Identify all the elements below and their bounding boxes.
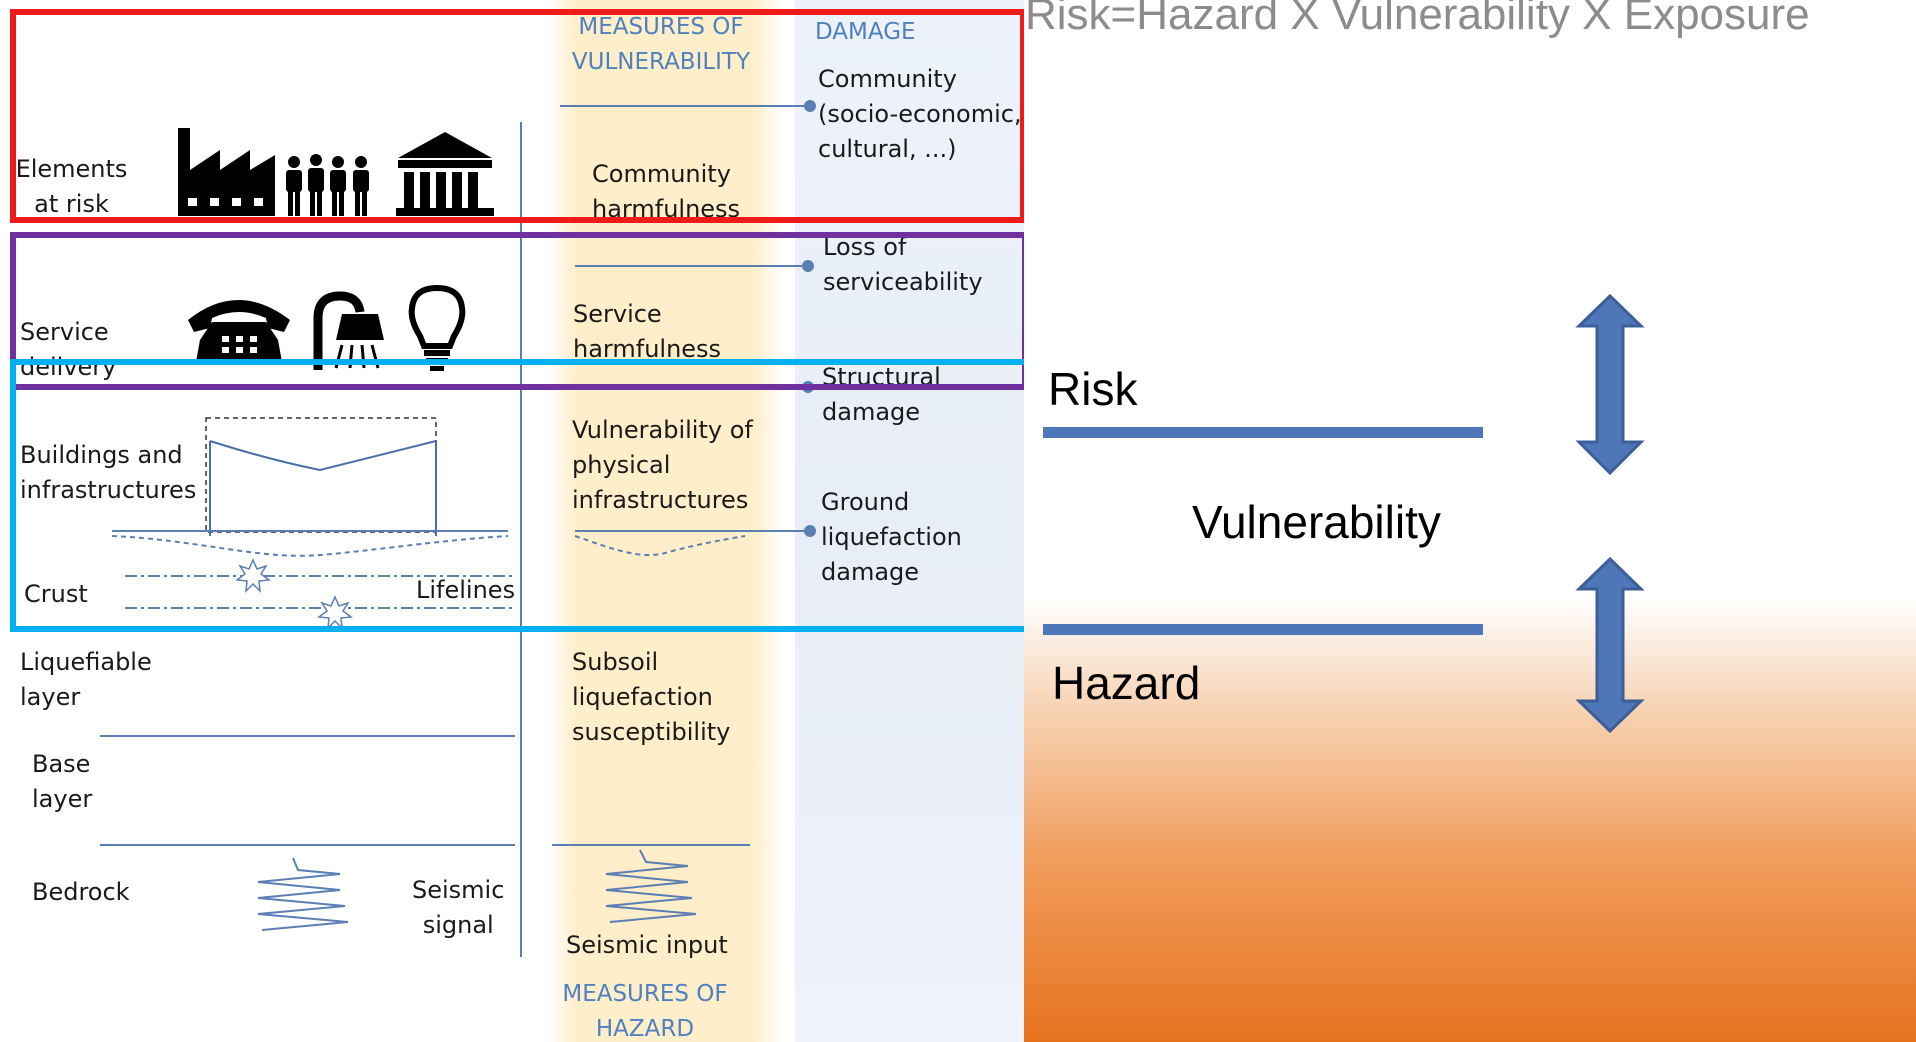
connector-dot xyxy=(802,260,814,272)
explosion-icon xyxy=(235,558,353,631)
measure-seismic-input: Seismic input xyxy=(566,931,728,959)
frame-elements-at-risk xyxy=(10,9,1024,223)
ground-deformation-curve xyxy=(574,535,746,557)
people-icon xyxy=(286,154,369,216)
risk-equation: Risk=Hazard X Vulnerability X Exposure xyxy=(1025,0,1810,39)
telephone-icon xyxy=(188,300,290,362)
hazard-boundary-line xyxy=(1043,624,1483,635)
label-liquefiable-layer: Liquefiable layer xyxy=(20,648,152,711)
label-bedrock: Bedrock xyxy=(32,878,130,906)
measure-vulnerability-physical: Vulnerability of physical infrastructure… xyxy=(572,416,753,514)
connector-dot xyxy=(804,525,816,537)
header-measures-of-vulnerability: MEASURES OF VULNERABILITY xyxy=(571,14,751,75)
building-icon xyxy=(396,132,494,216)
seismic-input-wave-icon xyxy=(605,849,697,923)
building-deformed xyxy=(209,440,437,536)
label-crust: Crust xyxy=(24,580,88,608)
label-elements-at-risk: Elements at risk xyxy=(15,155,128,218)
connector-dot xyxy=(804,100,816,112)
hazard-label: Hazard xyxy=(1052,657,1201,709)
damage-community: Community (socio-economic, cultural, ...… xyxy=(818,65,1022,163)
risk-layers-diagram: MEASURES OF VULNERABILITY DAMAGE MEASURE… xyxy=(10,0,1024,1042)
risk-label: Risk xyxy=(1048,363,1138,415)
label-service-delivery: Service delivery xyxy=(20,318,117,381)
diagram-graphics xyxy=(100,100,816,931)
label-base-layer: Base layer xyxy=(32,750,93,813)
ground-subsidence xyxy=(111,535,509,557)
factory-icon xyxy=(178,128,275,216)
double-arrow-icon xyxy=(1575,293,1645,476)
double-arrow-icon xyxy=(1575,556,1645,734)
seismic-wave-icon xyxy=(257,857,349,931)
risk-boundary-line xyxy=(1043,427,1483,438)
header-measures-of-hazard: MEASURES OF HAZARD xyxy=(562,981,728,1042)
hazard-gradient-background xyxy=(1024,597,1916,1042)
label-seismic-signal: Seismic signal xyxy=(412,876,505,939)
header-damage: DAMAGE xyxy=(815,19,916,45)
frame-service-delivery xyxy=(10,232,1024,390)
vulnerability-label: Vulnerability xyxy=(1192,496,1441,548)
label-buildings-infrastructures: Buildings and infrastructures xyxy=(20,441,197,504)
measure-subsoil-liquefaction: Subsoil liquefaction susceptibility xyxy=(572,648,731,746)
measure-service-harmfulness: Service harmfulness xyxy=(573,300,722,363)
label-lifelines: Lifelines xyxy=(416,576,516,604)
damage-column-band xyxy=(795,0,1024,1042)
damage-ground-liquefaction: Ground liquefaction damage xyxy=(821,488,962,586)
frame-physical-vulnerability xyxy=(10,359,1024,632)
column-divider xyxy=(520,122,522,957)
